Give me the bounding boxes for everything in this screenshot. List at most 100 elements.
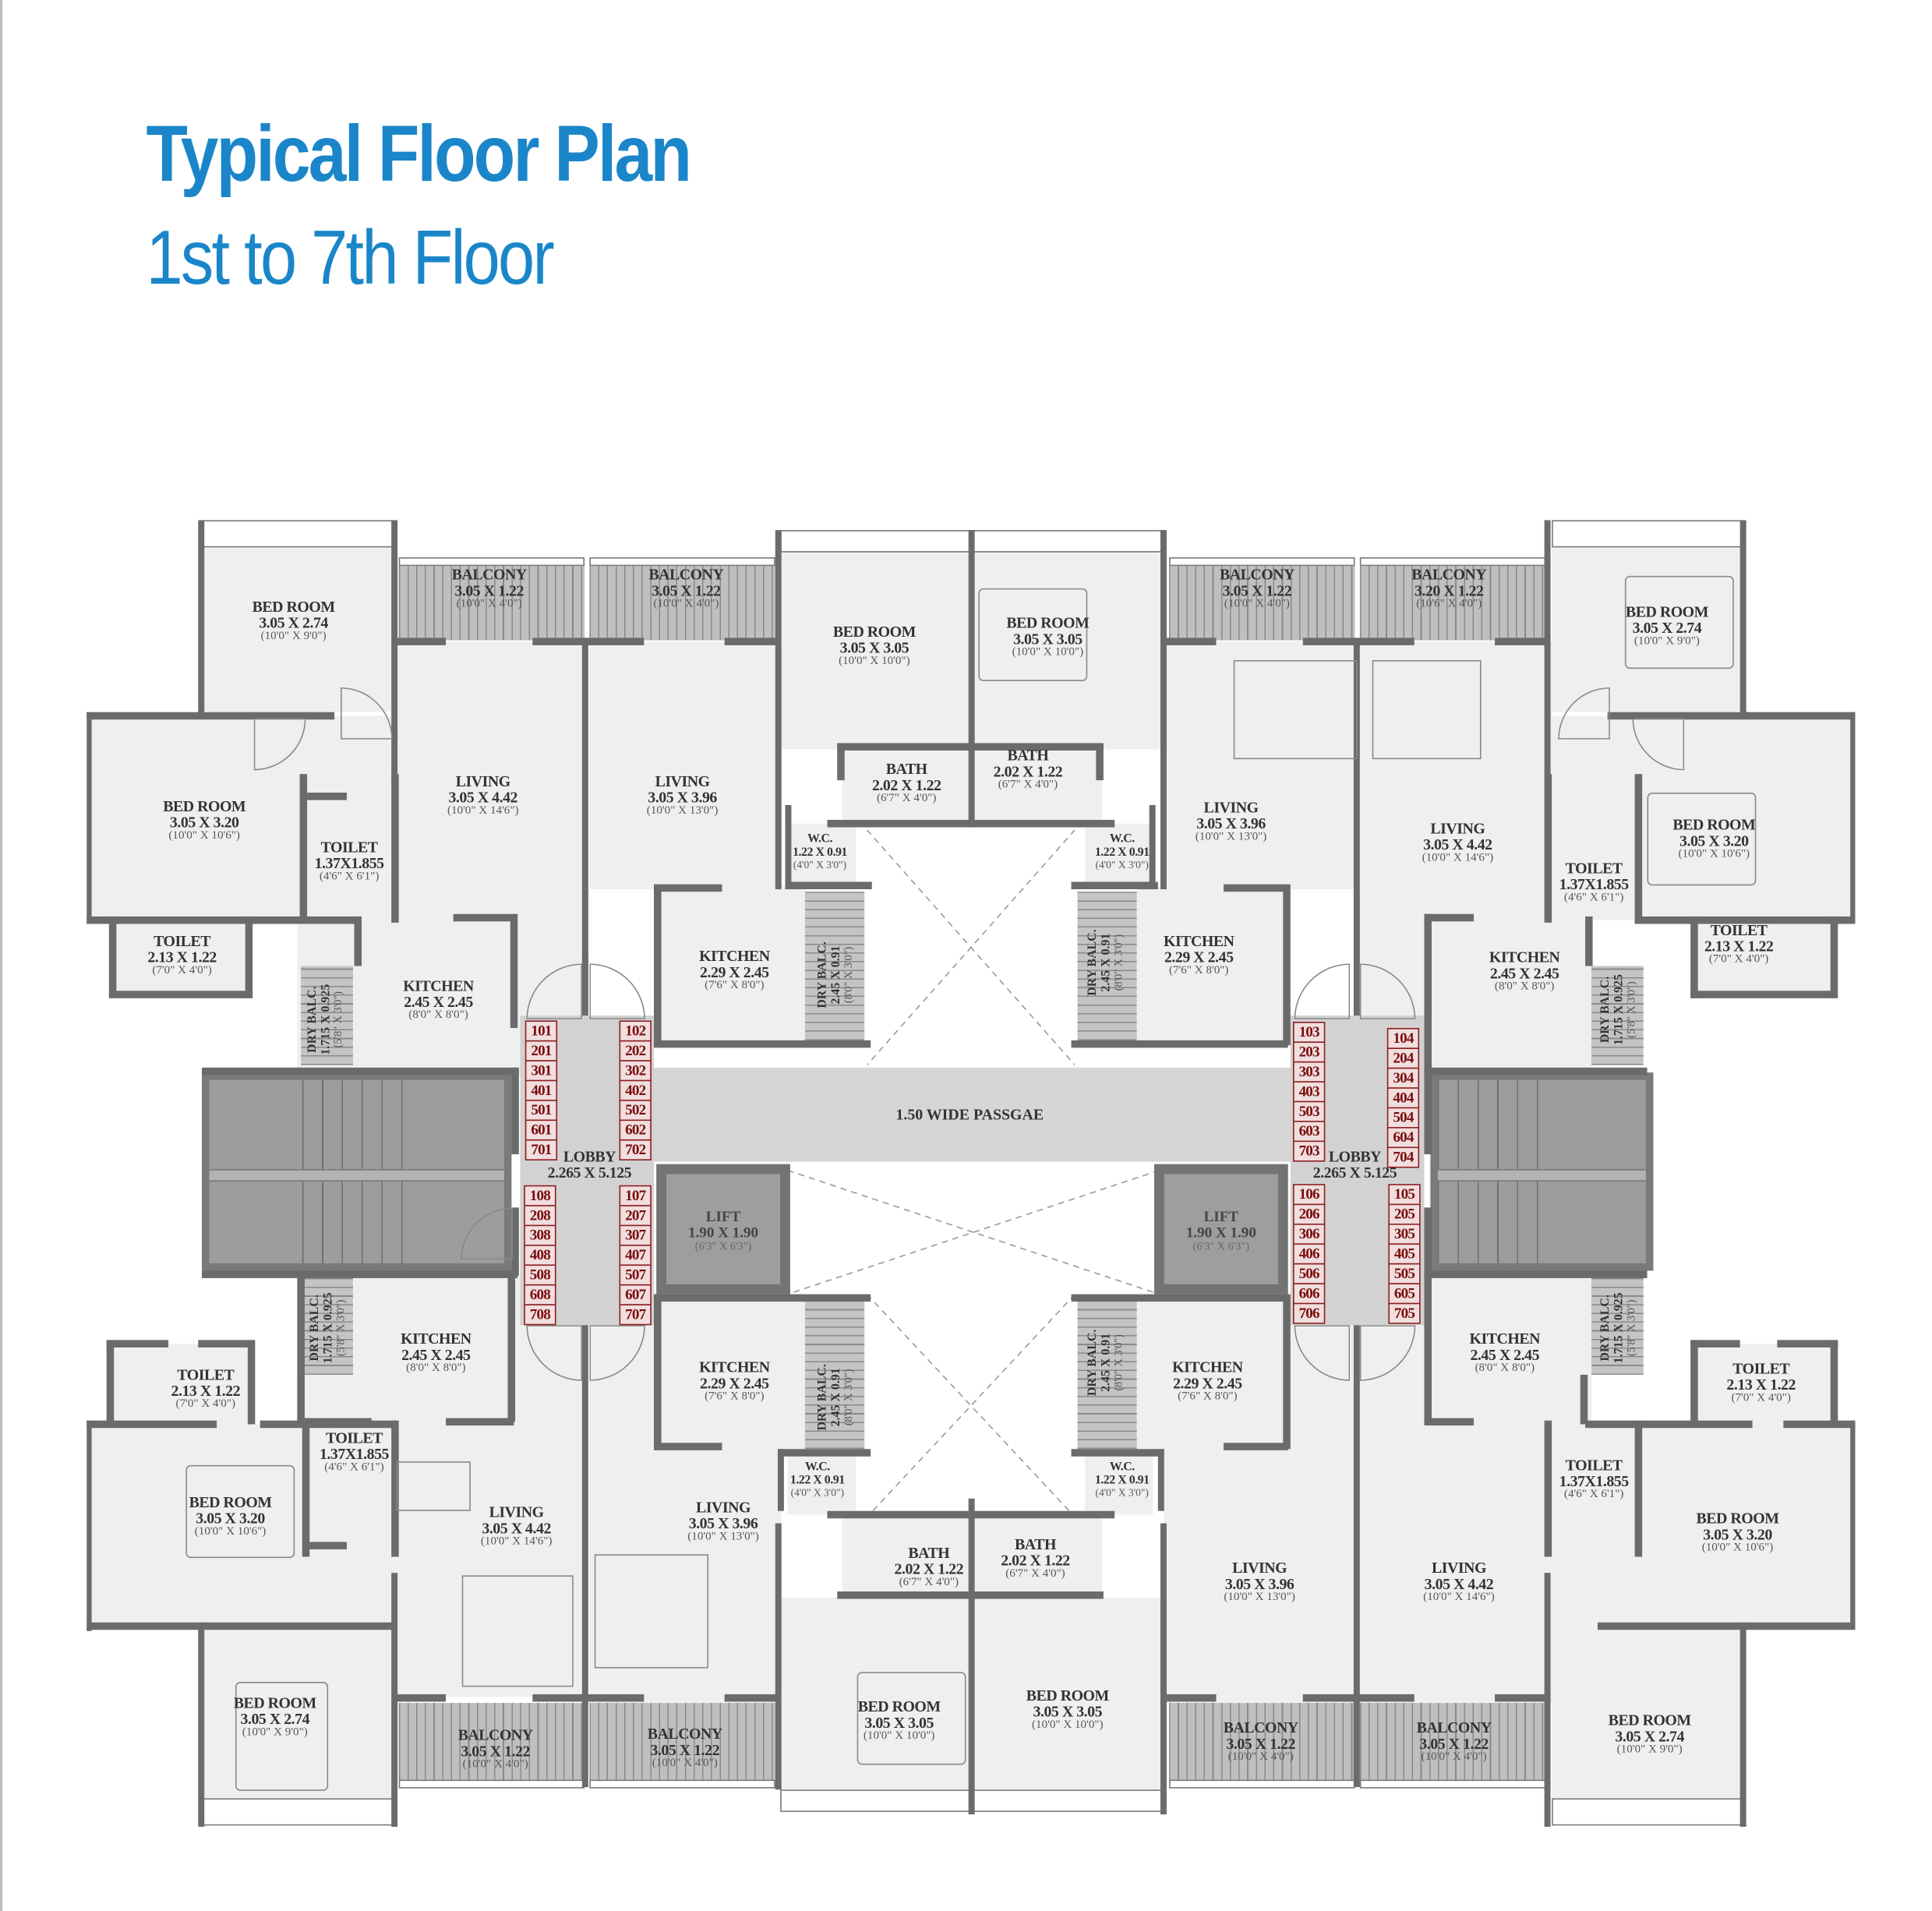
- balcony-railing: [1169, 1779, 1355, 1789]
- unit-number: 104: [1386, 1027, 1420, 1049]
- wall: [87, 712, 92, 923]
- shaft-void-middle: [787, 1170, 1160, 1295]
- wall: [108, 991, 252, 998]
- wall: [1544, 1420, 1552, 1557]
- balcony-railing: [1359, 557, 1546, 567]
- wall: [837, 1591, 1104, 1599]
- page-subtitle: 1st to 7th Floor: [146, 215, 555, 302]
- sofa-set: [594, 1554, 708, 1669]
- window-ledge: [202, 1798, 394, 1826]
- unit-number: 406: [1293, 1243, 1326, 1265]
- wall: [724, 1694, 781, 1702]
- unit-number: 108: [524, 1185, 556, 1206]
- room-label-vertical: DRY BALC.2.45 X 0.91(8'0" X 3'0"): [1086, 929, 1125, 996]
- unit-number: 708: [524, 1304, 556, 1326]
- unit-number: 407: [619, 1245, 652, 1266]
- unit-number: 502: [619, 1100, 652, 1122]
- wall: [1585, 1420, 1635, 1429]
- room-fill: [1694, 1344, 1833, 1425]
- unit-number: 308: [524, 1224, 556, 1246]
- unit-number: 206: [1293, 1203, 1326, 1225]
- wall: [1424, 1270, 1432, 1422]
- wall: [260, 1420, 397, 1429]
- wall: [1830, 916, 1838, 998]
- room-fill: [108, 920, 248, 995]
- wall: [837, 743, 1104, 751]
- wall: [391, 774, 399, 923]
- wall: [302, 1420, 310, 1557]
- room-fill: [111, 1344, 250, 1425]
- balcony-railing: [398, 557, 585, 567]
- room-fill: [1552, 545, 1744, 712]
- unit-number: 204: [1386, 1047, 1420, 1069]
- shaft-void-top: [867, 829, 1075, 1065]
- wall: [1424, 1207, 1432, 1276]
- room-label-vertical: DRY BALC.2.45 X 0.91(8'0" X 3'0"): [815, 1364, 855, 1431]
- wall: [1690, 991, 1835, 998]
- unit-number: 103: [1293, 1022, 1326, 1044]
- wall: [1634, 1420, 1753, 1429]
- wall: [1585, 916, 1593, 966]
- wall: [1160, 530, 1167, 889]
- window-ledge: [202, 520, 394, 548]
- wall: [581, 1325, 588, 1704]
- unit-number: 505: [1388, 1263, 1421, 1284]
- wall: [968, 530, 975, 828]
- balcony-railing: [589, 1779, 775, 1789]
- shaft-void-bottom: [867, 1294, 1075, 1517]
- wall: [1544, 1573, 1551, 1827]
- wall: [1634, 916, 1856, 924]
- balcony-hatch: [398, 1703, 585, 1780]
- wall: [1830, 1340, 1838, 1425]
- unit-numbers-103-703: 103 203 303 403 503 603 703: [1293, 1022, 1326, 1162]
- wall: [654, 1294, 662, 1450]
- dry-balcony-hatch: [1077, 1300, 1137, 1450]
- room-fill: [1085, 1455, 1153, 1515]
- wall: [837, 743, 845, 781]
- unit-number: 705: [1388, 1302, 1421, 1324]
- wall: [777, 1449, 871, 1457]
- wall: [1071, 1449, 1164, 1457]
- window-ledge: [1552, 520, 1744, 548]
- wall: [724, 638, 781, 645]
- wall: [106, 1340, 115, 1425]
- wall: [1166, 1694, 1217, 1702]
- wall: [1071, 1040, 1288, 1048]
- window-ledge: [1552, 1798, 1744, 1826]
- wall: [309, 1542, 347, 1549]
- wall: [1160, 1523, 1167, 1815]
- unit-numbers-101-701: 101 201 301 401 501 601 701: [525, 1020, 558, 1160]
- room-label-vertical: DRY BALC.2.45 X 0.91(8'0" X 3'0"): [815, 941, 855, 1008]
- unit-number: 403: [1293, 1081, 1326, 1103]
- unit-number: 604: [1386, 1127, 1420, 1149]
- wall: [1424, 1067, 1432, 1155]
- dry-balcony-hatch: [301, 966, 353, 1065]
- unit-number: 607: [619, 1284, 652, 1305]
- lift-right: [1154, 1164, 1288, 1295]
- room-label: W.C.1.22 X 0.91(4'0" X 3'0"): [789, 1460, 845, 1499]
- balcony-hatch: [589, 1703, 775, 1780]
- wall: [1607, 712, 1856, 720]
- room-fill: [1430, 916, 1591, 1072]
- wall: [654, 884, 662, 1046]
- room-label-vertical: DRY BALC.1.715 X 0.925(5'8" X 3'0"): [306, 984, 344, 1055]
- room-label-vertical: DRY BALC.1.715 X 0.925(5'8" X 3'0"): [308, 1292, 347, 1364]
- wall: [1283, 884, 1291, 1046]
